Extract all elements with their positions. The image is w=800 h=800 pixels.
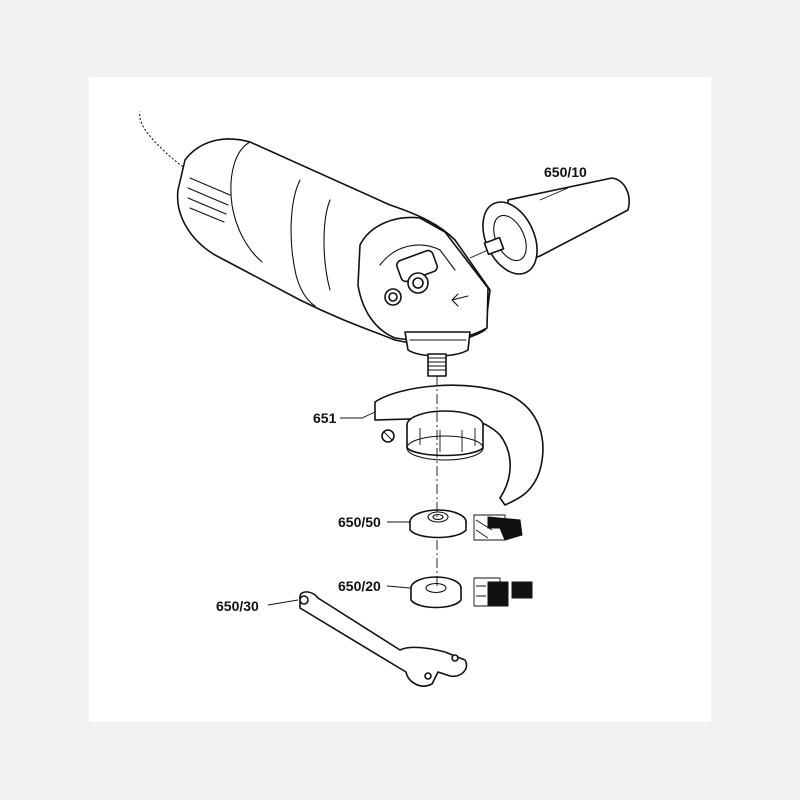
angle-grinder-body	[176, 138, 491, 377]
part-label-flange-nut: 650/50	[338, 514, 381, 530]
part-label-mounting-flange: 650/20	[338, 578, 381, 594]
flange-nut	[409, 509, 523, 541]
spanner-wrench	[299, 591, 468, 687]
part-label-spanner-wrench: 650/30	[216, 598, 259, 614]
part-label-side-handle: 650/10	[544, 164, 587, 180]
side-handle	[469, 177, 630, 275]
part-label-guard: 651	[313, 410, 337, 426]
wheel-guard	[374, 384, 544, 506]
power-cord	[136, 111, 190, 173]
leader-lines	[267, 187, 569, 606]
mounting-flange	[410, 576, 533, 609]
